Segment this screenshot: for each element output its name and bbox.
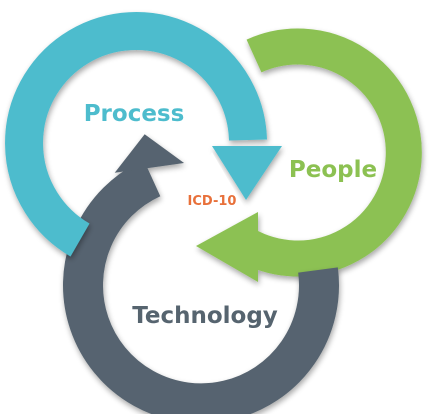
technology-ring bbox=[63, 134, 339, 414]
technology-arrowhead bbox=[114, 134, 185, 173]
process-arc bbox=[5, 12, 267, 257]
process-ring bbox=[5, 12, 282, 257]
people-arrowhead bbox=[196, 212, 258, 282]
center-triangle bbox=[178, 152, 246, 210]
technology-arc bbox=[63, 159, 339, 414]
technology-label: Technology bbox=[132, 303, 278, 329]
process-label: Process bbox=[84, 101, 185, 127]
process-arrowhead bbox=[212, 146, 282, 200]
people-ring bbox=[196, 28, 422, 282]
people-arc bbox=[237, 28, 422, 277]
people-label: People bbox=[289, 157, 377, 183]
center-label: ICD-10 bbox=[188, 194, 237, 209]
